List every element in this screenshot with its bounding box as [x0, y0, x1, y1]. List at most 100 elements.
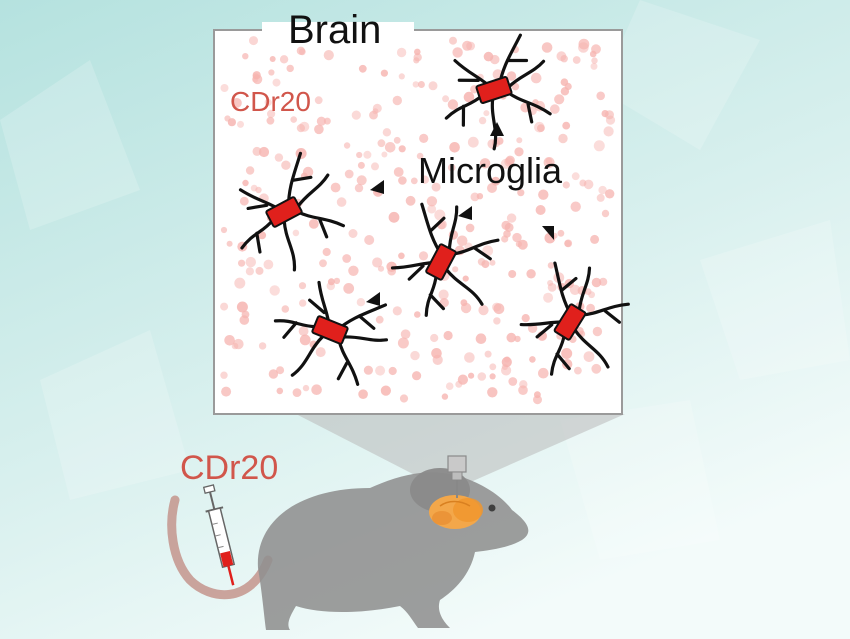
cdr20-speckle [358, 389, 368, 400]
cdr20-speckle [234, 277, 246, 289]
cdr20-speckle [596, 91, 605, 101]
cdr20-speckle [574, 366, 582, 375]
cdr20-speckle [478, 116, 487, 125]
cdr20-speckle [276, 387, 284, 395]
cdr20-speckle [356, 175, 367, 186]
cdr20-speckle [227, 118, 236, 127]
cdr20-speckle [268, 369, 279, 379]
cdr20-speckle [505, 155, 515, 165]
cdr20-speckle [487, 387, 498, 398]
cdr20-speckle [586, 303, 595, 313]
cdr20-speckle [400, 329, 411, 340]
cdr20-speckle [398, 252, 405, 260]
cdr20-speckle [533, 395, 542, 405]
cdr20-speckle [356, 151, 363, 159]
cdr20-speckle [281, 305, 290, 313]
cdr20-speckle [529, 356, 536, 363]
cdr20-speckle [541, 42, 553, 53]
cdr20-speckle [392, 95, 402, 106]
cdr20-speckle [506, 332, 517, 343]
cdr20-speckle [372, 257, 383, 268]
cdr20-speckle [264, 98, 272, 106]
cdr20-speckle [363, 365, 373, 375]
cdr20-speckle [357, 161, 365, 169]
cdr20-speckle [426, 196, 438, 207]
cdr20-speckle [358, 64, 367, 73]
cdr20-speckle [543, 292, 554, 303]
cdr20-speckle [554, 94, 565, 105]
cdr20-speckle [398, 73, 405, 80]
cdr20-speckle [478, 305, 489, 316]
cdr20-speckle [371, 162, 379, 171]
cdr20-speckle [535, 205, 546, 215]
cdr20-speckle [589, 50, 597, 58]
cdr20-speckle [399, 394, 409, 403]
cdr20-speckle [483, 110, 490, 117]
cdr20-speckle [269, 285, 280, 296]
cdr20-speckle [281, 160, 291, 170]
cdr20-speckle [427, 204, 437, 214]
cdr20-speckle [452, 266, 459, 273]
cdr20-speckle [526, 269, 536, 279]
cdr20-speckle [418, 251, 429, 261]
arrowhead-icon [366, 292, 380, 306]
cdr20-speckle [252, 71, 261, 80]
cdr20-speckle [457, 374, 468, 385]
cdr20-speckle [592, 326, 603, 337]
cdr20-speckle [322, 247, 331, 257]
cdr20-speckle [245, 267, 254, 276]
cdr20-speckle [298, 48, 306, 56]
cdr20-speckle [467, 136, 479, 148]
cdr20-speckle [560, 87, 570, 96]
cdr20-speckle [344, 169, 354, 179]
cdr20-speckle [543, 157, 555, 168]
cdr20-speckle [343, 283, 355, 294]
cdr20-speckle [384, 142, 396, 153]
cdr20-speckle [302, 384, 310, 392]
cdr20-speckle [239, 196, 249, 206]
cdr20-speckle [316, 116, 326, 126]
cdr20-speckle [449, 142, 460, 153]
cdr20-speckle [447, 163, 456, 172]
cdr20-speckle [412, 81, 419, 88]
cdr20-speckle [290, 116, 298, 123]
cdr20-speckle [479, 158, 491, 169]
cdr20-speckle [557, 229, 565, 237]
cdr20-speckle [593, 140, 605, 152]
cdr20-speckle [521, 314, 530, 323]
cdr20-speckle [393, 136, 401, 144]
cdr20-speckle [268, 69, 275, 76]
cdr20-speckle [388, 211, 400, 223]
cdr20-speckle [311, 384, 322, 396]
cdr20-speckle [601, 209, 610, 218]
cdr20-speckle [236, 301, 248, 313]
cdr20-speckle [255, 186, 262, 194]
cdr20-speckle [299, 299, 307, 307]
mouse-tail [167, 495, 273, 600]
cdr20-speckle [561, 348, 573, 359]
cdr20-speckle [333, 277, 341, 285]
cdr20-speckle [460, 299, 468, 307]
cdr20-speckle [237, 120, 244, 128]
cdr20-speckle [348, 265, 359, 276]
cdr20-speckle [258, 146, 270, 158]
microglia-cell-icon [444, 33, 552, 151]
cdr20-speckle [570, 201, 581, 212]
cdr20-speckle [410, 177, 418, 185]
cdr20-speckle [220, 84, 229, 92]
cdr20-speckle [493, 303, 505, 315]
cdr20-speckle [343, 142, 351, 149]
cdr20-speckle [319, 259, 327, 268]
cdr20-speckle [263, 259, 274, 270]
cdr20-speckle [516, 137, 523, 144]
cdr20-speckle [475, 333, 487, 345]
cdr20-speckle [430, 333, 439, 343]
cdr20-speckle [420, 175, 429, 184]
cdr20-speckle [462, 275, 469, 282]
cdr20-speckle [547, 262, 555, 269]
cdr20-speckle [530, 72, 542, 84]
cdr20-speckle [517, 189, 525, 197]
cdr20-speckle [534, 121, 545, 133]
cdr20-speckle [591, 363, 602, 374]
